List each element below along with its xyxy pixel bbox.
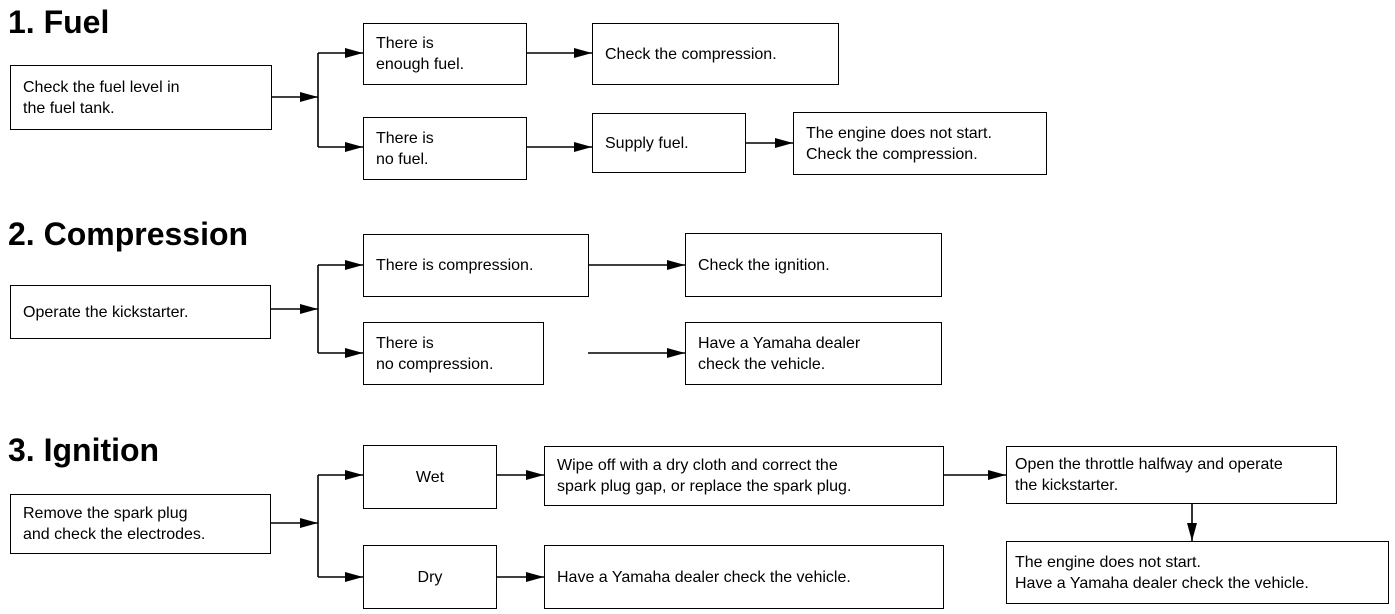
box-line: Dry — [417, 568, 443, 586]
compression-no-box: There is no compression. — [363, 322, 544, 385]
box-line: Have a Yamaha dealer — [698, 334, 861, 352]
box-line: Check the compression. — [806, 145, 978, 163]
wet-box: Wet — [363, 445, 497, 509]
box-line: Supply fuel. — [605, 134, 689, 152]
compression-start-box: Operate the kickstarter. — [10, 285, 271, 339]
box-line: Wet — [415, 468, 445, 486]
dry-dealer-box: Have a Yamaha dealer check the vehicle. — [544, 545, 944, 609]
box-line: check the vehicle. — [698, 355, 826, 373]
box-line: The engine does not start. — [806, 124, 992, 142]
box-line: The engine does not start. — [1015, 553, 1201, 571]
box-line: spark plug gap, or replace the spark plu… — [557, 478, 852, 495]
fuel-start-box: Check the fuel level in the fuel tank. — [10, 65, 272, 130]
supply-fuel-box: Supply fuel. — [592, 113, 746, 173]
check-ignition-box: Check the ignition. — [685, 233, 942, 297]
box-line: Check the fuel level in — [23, 78, 180, 96]
box-line: There is compression. — [376, 257, 534, 274]
box-line: Operate the kickstarter. — [23, 303, 189, 321]
box-line: There is — [376, 334, 434, 352]
box-line: the fuel tank. — [23, 99, 115, 117]
box-line: Check the compression. — [605, 45, 777, 63]
dry-box: Dry — [363, 545, 497, 609]
fuel-result-box: The engine does not start. Check the com… — [793, 112, 1047, 175]
box-line: Check the ignition. — [698, 256, 830, 274]
box-line: enough fuel. — [376, 56, 465, 73]
box-line: There is — [376, 35, 434, 52]
ignition-start-box: Remove the spark plug and check the elec… — [10, 494, 271, 554]
wipe-plug-box: Wipe off with a dry cloth and correct th… — [544, 446, 944, 506]
compression-yes-box: There is compression. — [363, 234, 589, 297]
box-line: Wipe off with a dry cloth and correct th… — [557, 457, 838, 474]
ignition-result-box: The engine does not start. Have a Yamaha… — [1006, 541, 1389, 604]
box-line: Open the throttle halfway and operate — [1015, 456, 1283, 473]
section-title-compression: 2. Compression — [8, 216, 249, 252]
check-compression-box: Check the compression. — [592, 23, 839, 85]
box-line: Have a Yamaha dealer check the vehicle. — [557, 568, 851, 586]
fuel-enough-box: There is enough fuel. — [363, 23, 527, 85]
section-title-ignition: 3. Ignition — [8, 432, 160, 468]
box-line: no fuel. — [376, 150, 429, 168]
box-line: Remove the spark plug — [23, 505, 188, 522]
box-line: and check the electrodes. — [23, 526, 206, 543]
throttle-box: Open the throttle halfway and operate th… — [1006, 446, 1337, 504]
compression-dealer-box: Have a Yamaha dealer check the vehicle. — [685, 322, 942, 385]
fuel-none-box: There is no fuel. — [363, 117, 527, 180]
box-line: There is — [376, 129, 434, 147]
box-line: Have a Yamaha dealer check the vehicle. — [1015, 574, 1309, 592]
section-title-fuel: 1. Fuel — [8, 4, 110, 40]
box-line: no compression. — [376, 355, 494, 373]
box-line: the kickstarter. — [1015, 477, 1119, 494]
